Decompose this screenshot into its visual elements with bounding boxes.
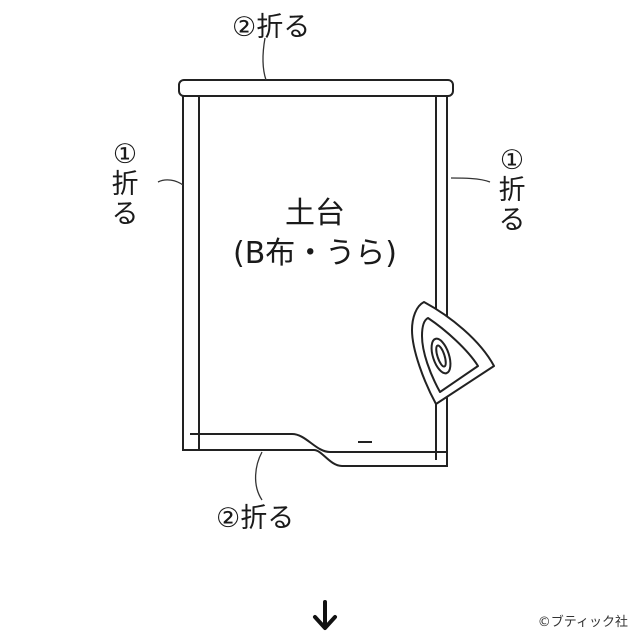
fold-label-top: ②折る [232, 12, 311, 43]
fold-label-bottom: ②折る [216, 503, 295, 534]
fold-label-left-number: ① [112, 139, 138, 170]
fold-label-left: ① 折 る [109, 140, 141, 230]
down-arrow-icon [313, 600, 337, 630]
panel-title: 土台 (B布・うら) [215, 194, 415, 274]
copyright-credit: ©ブティック社 [537, 615, 628, 630]
fold-label-left-char2: る [111, 199, 139, 230]
fabric-panel [178, 79, 454, 467]
iron-icon [411, 301, 495, 405]
fold-label-left-char1: 折 [111, 169, 139, 200]
fold-label-right-char2: る [498, 205, 526, 236]
fold-label-right-char1: 折 [498, 175, 526, 206]
panel-title-line1: 土台 [285, 196, 345, 231]
fold-label-right: ① 折 る [496, 146, 528, 236]
leader-lines [157, 37, 491, 501]
fold-label-right-number: ① [499, 145, 525, 176]
panel-title-line2: (B布・うら) [233, 236, 397, 271]
